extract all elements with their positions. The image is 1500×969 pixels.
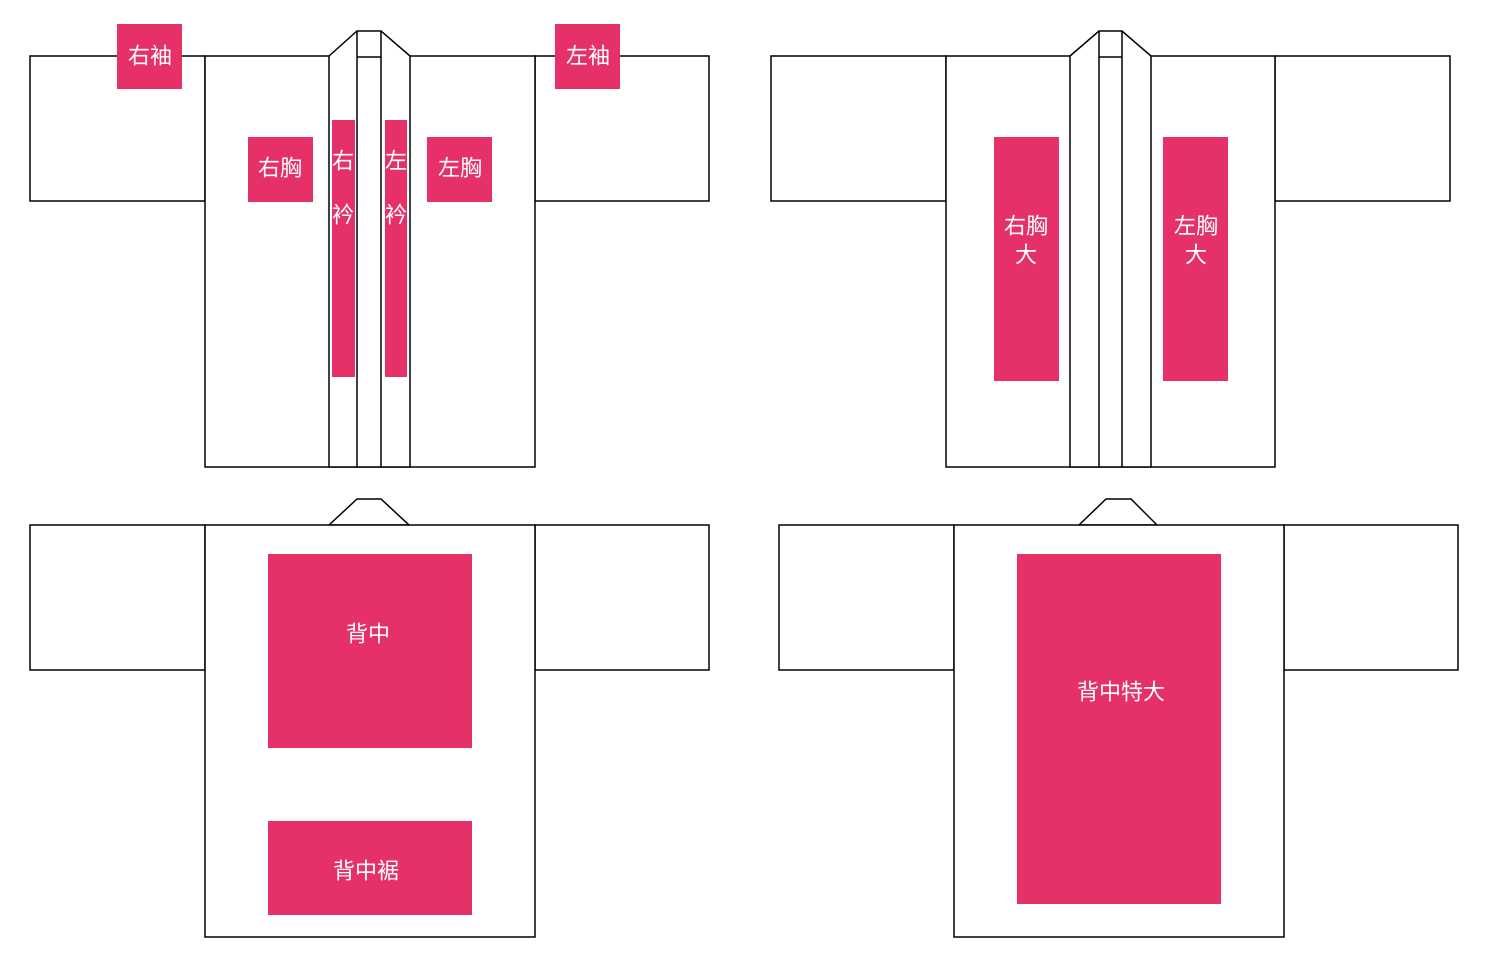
label: 大 (1185, 244, 1207, 269)
label: 衿 (385, 204, 407, 229)
print-back-center: 背中 (268, 554, 472, 748)
label: 大 (1015, 244, 1037, 269)
sleeve-outline (29, 524, 206, 671)
back-coat: 背中 背中裾 (29, 498, 710, 938)
label: 右袖 (128, 45, 172, 70)
print-right-chest: 右胸 (248, 137, 313, 202)
back-coat-large: 背中特大 (778, 498, 1459, 938)
label: 背中裾 (333, 860, 399, 885)
sleeve-outline (778, 524, 955, 671)
print-back-extra-large: 背中特大 (1017, 554, 1221, 904)
collar-outline (1069, 30, 1152, 468)
sleeve-outline (1283, 524, 1459, 671)
neck-tab (1077, 498, 1159, 526)
right-sleeve-outline (770, 55, 947, 202)
print-left-chest: 左胸 (427, 137, 492, 202)
left-sleeve-outline (1274, 55, 1451, 202)
label: 背中 (346, 623, 390, 648)
print-right-chest-large: 右胸 大 (994, 137, 1059, 381)
neck-tab (327, 498, 411, 526)
front-coat-large: 右胸 大 左胸 大 (770, 30, 1451, 468)
front-coat: 右袖 左袖 右胸 左胸 右 衿 左 衿 (29, 24, 710, 468)
label: 左 (385, 150, 407, 175)
label: 右胸 (258, 157, 302, 182)
print-left-sleeve: 左袖 (555, 24, 620, 89)
print-left-collar: 左 衿 (385, 120, 407, 377)
print-right-sleeve: 右袖 (117, 24, 182, 89)
print-right-collar: 右 衿 (332, 120, 355, 377)
label: 左胸 (438, 157, 482, 182)
label: 左胸 (1174, 215, 1218, 240)
label: 衿 (332, 204, 354, 229)
label: 背中特大 (1077, 681, 1165, 706)
label: 右 (332, 150, 354, 175)
sleeve-outline (534, 524, 710, 671)
label: 右胸 (1004, 215, 1048, 240)
label: 左袖 (566, 45, 610, 70)
print-left-chest-large: 左胸 大 (1163, 137, 1228, 381)
print-back-hem: 背中裾 (268, 821, 472, 915)
